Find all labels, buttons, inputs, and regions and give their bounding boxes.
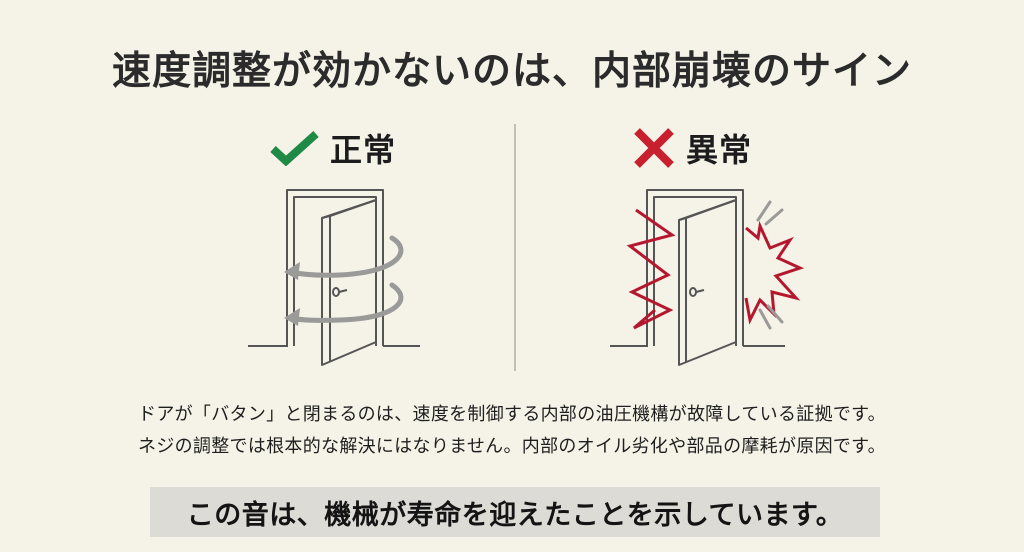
- normal-panel-header: 正常: [270, 126, 396, 170]
- explanation-line-2: ネジの調整では根本的な解決にはなりません。内部のオイル劣化や部品の摩耗が原因です…: [138, 436, 886, 457]
- page-title: 速度調整が効かないのは、内部崩壊のサイン: [111, 49, 912, 94]
- callout-text: この音は、機械が寿命を迎えたことを示しています。: [186, 499, 844, 531]
- abnormal-label: 異常: [686, 131, 753, 169]
- impact-lines-icon: [756, 200, 784, 330]
- rotation-arrows-icon: [287, 235, 404, 323]
- abnormal-door-illustration: [600, 180, 820, 375]
- door-panel: [678, 199, 737, 366]
- callout-box: この音は、機械が寿命を迎えたことを示しています。: [150, 487, 880, 537]
- cross-icon: [632, 128, 676, 168]
- normal-door-illustration: [240, 180, 440, 375]
- impact-burst-left-icon: [626, 208, 676, 330]
- explanation-line-1: ドアが「バタン」と閉まるのは、速度を制御する内部の油圧機構が故障している証拠です…: [138, 404, 886, 425]
- check-icon: [270, 130, 320, 166]
- normal-label: 正常: [330, 131, 397, 169]
- panel-divider: [514, 124, 516, 371]
- impact-burst-right-icon: [744, 220, 805, 325]
- abnormal-panel-header: 異常: [632, 126, 752, 170]
